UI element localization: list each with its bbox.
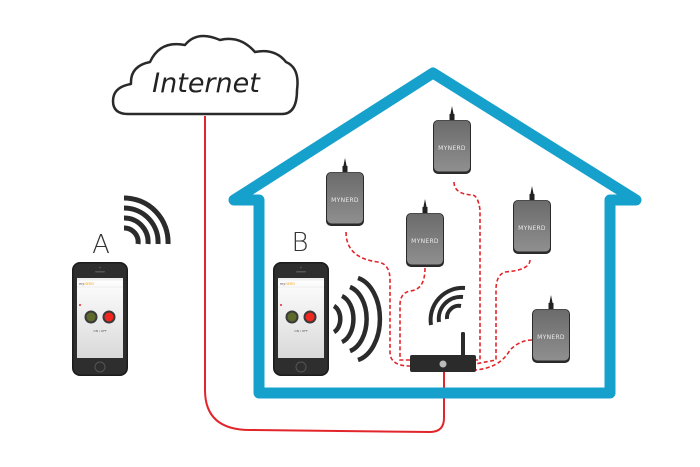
- device-2: MYNERD: [406, 199, 444, 267]
- phone-a-wifi-icon: [123, 195, 171, 245]
- phone-a-label: A: [92, 230, 110, 260]
- internet-cable: [204, 116, 445, 434]
- device-label: MYNERD: [331, 197, 359, 204]
- device-label: MYNERD: [411, 238, 439, 245]
- phone-a-button-label: ON / OFF: [93, 329, 107, 333]
- connection-device-5: [474, 339, 533, 371]
- device-label: MYNERD: [438, 145, 466, 152]
- phone-a-brand-prefix: my: [79, 282, 84, 286]
- router-antenna: [461, 332, 465, 356]
- phone-b-wifi-icon: [332, 275, 383, 363]
- router: [410, 332, 476, 372]
- cloud-label: Internet: [152, 68, 261, 99]
- device-label: MYNERD: [518, 225, 546, 232]
- connection-device-2: [399, 267, 426, 361]
- phone-a-brand-suffix: NERD: [84, 282, 94, 286]
- phone-b-brand-suffix: NERD: [285, 282, 295, 286]
- router-led: [439, 360, 447, 368]
- device-label: MYNERD: [537, 334, 565, 341]
- device-5: MYNERD: [532, 295, 570, 363]
- internet-cloud: Internet: [111, 34, 299, 116]
- phone-b: myNERD ON / OFF: [272, 261, 330, 377]
- connection-device-4: [474, 259, 531, 365]
- phone-a: myNERD ON / OFF: [71, 261, 129, 377]
- device-3: MYNERD: [433, 106, 471, 174]
- svg-text:myNERD: myNERD: [280, 282, 295, 286]
- router-wifi-icon: [428, 285, 466, 326]
- device-connections: [345, 181, 533, 371]
- connection-device-1: [345, 231, 411, 367]
- phone-b-button-label: ON / OFF: [294, 329, 308, 333]
- phone-b-brand-prefix: my: [280, 282, 285, 286]
- device-1: MYNERD: [326, 158, 364, 226]
- house-outline: [228, 67, 642, 399]
- device-4: MYNERD: [513, 186, 551, 254]
- connection-device-3: [453, 181, 481, 361]
- phone-b-label: B: [291, 228, 308, 258]
- svg-text:myNERD: myNERD: [79, 282, 94, 286]
